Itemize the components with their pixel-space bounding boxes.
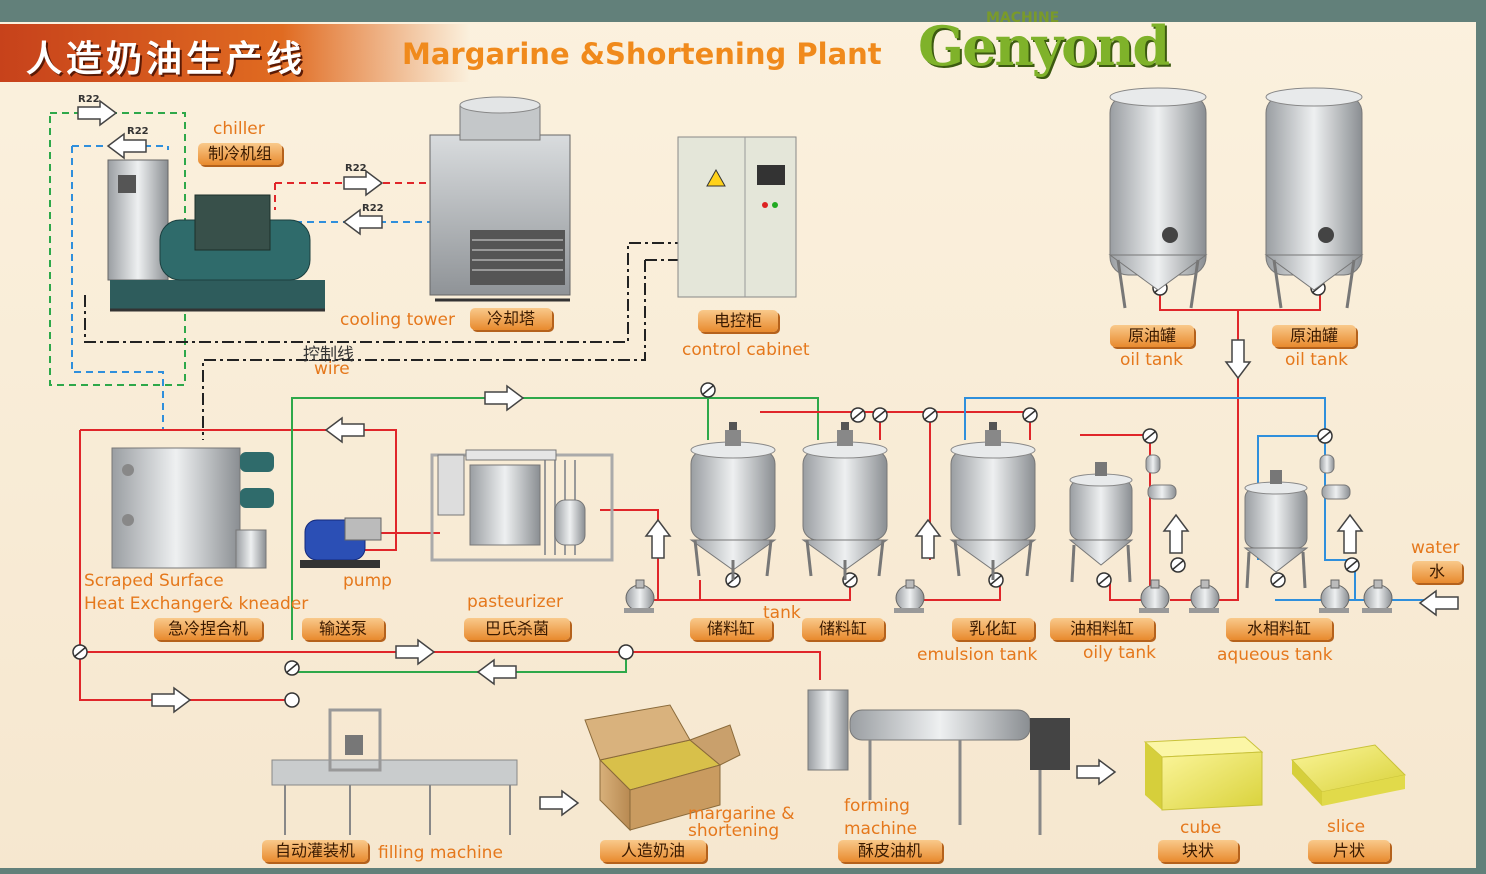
bottom-border [0, 868, 1486, 874]
refrigerant-label: R22 [345, 163, 367, 174]
pump-label-en: pump [343, 571, 392, 591]
oil-tank-2-label-cn: 原油罐 [1272, 325, 1356, 347]
filling-machine-label-cn: 自动灌装机 [262, 840, 368, 862]
storage-tank-1-label-cn: 储料缸 [690, 618, 772, 640]
title-english: Margarine &Shortening Plant [402, 37, 882, 71]
aqueous-tank-label-en: aqueous tank [1217, 645, 1333, 665]
cooling-tower-label-cn: 冷却塔 [470, 308, 552, 330]
product-label-en-1: margarine & [688, 804, 795, 824]
product-label-en-2: shortening [688, 821, 780, 841]
slice-label-en: slice [1327, 817, 1366, 837]
cooling-tower-label-en: cooling tower [340, 310, 455, 330]
pasteurizer-label-en: pasteurizer [467, 592, 564, 612]
forming-machine-label-en-2: machine [844, 819, 918, 839]
control-wire-label-cn: 控制线 [303, 345, 354, 365]
emulsion-tank-label-en: emulsion tank [917, 645, 1038, 665]
forming-machine-label-en-1: forming [844, 796, 910, 816]
control-cabinet-label-en: control cabinet [682, 340, 810, 360]
chiller-label-en: chiller [213, 119, 265, 139]
right-border [1476, 0, 1486, 874]
forming-machine-label-cn: 酥皮油机 [838, 840, 942, 862]
filling-machine-label-en: filling machine [378, 843, 503, 863]
control-wire-label-en: wire [314, 359, 350, 379]
oil-tank-1-label-cn: 原油罐 [1110, 325, 1194, 347]
oily-tank-label-cn: 油相料缸 [1050, 618, 1154, 640]
oil-tank-2-label-en: oil tank [1285, 350, 1348, 370]
slice-label-cn: 片状 [1308, 840, 1390, 862]
brand-logo: Genyond [918, 14, 1170, 78]
cube-label-cn: 块状 [1158, 840, 1238, 862]
storage-tank-label-en: tank [763, 603, 801, 623]
aqueous-tank-label-cn: 水相料缸 [1226, 618, 1332, 640]
brand-logo-subtitle: MACHINE [986, 10, 1060, 26]
product-label-cn: 人造奶油 [600, 840, 706, 862]
chiller-label-cn: 制冷机组 [198, 143, 282, 165]
storage-tank-2-label-cn: 储料缸 [802, 618, 884, 640]
emulsion-tank-label-cn: 乳化缸 [952, 618, 1034, 640]
heat-exchanger-label-en-1: Scraped Surface [84, 571, 224, 591]
water-label-en: water [1411, 538, 1460, 558]
pump-label-cn: 输送泵 [302, 618, 384, 640]
water-label-cn: 水 [1412, 561, 1462, 583]
heat-exchanger-label-en-2: Heat Exchanger& kneader [84, 594, 309, 614]
cube-label-en: cube [1180, 818, 1222, 838]
title-chinese: 人造奶油生产线 [26, 39, 307, 80]
refrigerant-label: R22 [78, 94, 100, 105]
pasteurizer-label-cn: 巴氏杀菌 [464, 618, 570, 640]
title-banner [0, 24, 470, 82]
oil-tank-1-label-en: oil tank [1120, 350, 1183, 370]
refrigerant-label: R22 [362, 203, 384, 214]
heat-exchanger-label-cn: 急冷捏合机 [154, 618, 262, 640]
oily-tank-label-en: oily tank [1083, 643, 1157, 663]
top-border [0, 0, 1486, 22]
refrigerant-label: R22 [127, 126, 149, 137]
control-cabinet-label-cn: 电控柜 [698, 310, 778, 332]
